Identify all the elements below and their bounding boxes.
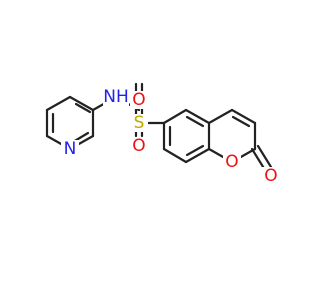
bond (162, 147, 188, 164)
atom-label: O (132, 90, 145, 110)
bond-double-inner (185, 144, 205, 157)
bond-double-inner (231, 115, 251, 128)
bond (68, 95, 95, 112)
bond-double-inner (185, 115, 205, 128)
atom-label: O (132, 136, 145, 156)
atom-label: NH (103, 87, 129, 107)
atom-sulfonamide-nh: NH (103, 87, 129, 107)
bond-carbonyl (250, 147, 267, 172)
molecule-canvas: N NH S O O O O (45, 82, 280, 186)
bond (230, 108, 257, 125)
atom-label: S (134, 113, 145, 133)
atom-sulfonyl-o-bottom: O (130, 136, 148, 156)
molecule-structure: N NH S O O O O (45, 82, 280, 186)
benzene-ring (162, 108, 211, 164)
bond (184, 108, 211, 125)
bond (207, 108, 234, 125)
atom-sulfur: S (130, 113, 148, 133)
bond-carbonyl (256, 144, 273, 169)
atom-carbonyl-o: O (262, 166, 280, 186)
atom-label: N (64, 139, 77, 159)
bond (45, 95, 72, 112)
atom-label: O (264, 166, 277, 186)
bond-double-inner (74, 102, 92, 114)
atom-ring-o: O (223, 152, 241, 172)
atom-sulfonyl-o-top: O (130, 90, 148, 110)
bond (162, 108, 188, 125)
bond (184, 147, 211, 164)
atom-label: O (225, 152, 238, 172)
atom-pyridine-n: N (61, 139, 79, 159)
